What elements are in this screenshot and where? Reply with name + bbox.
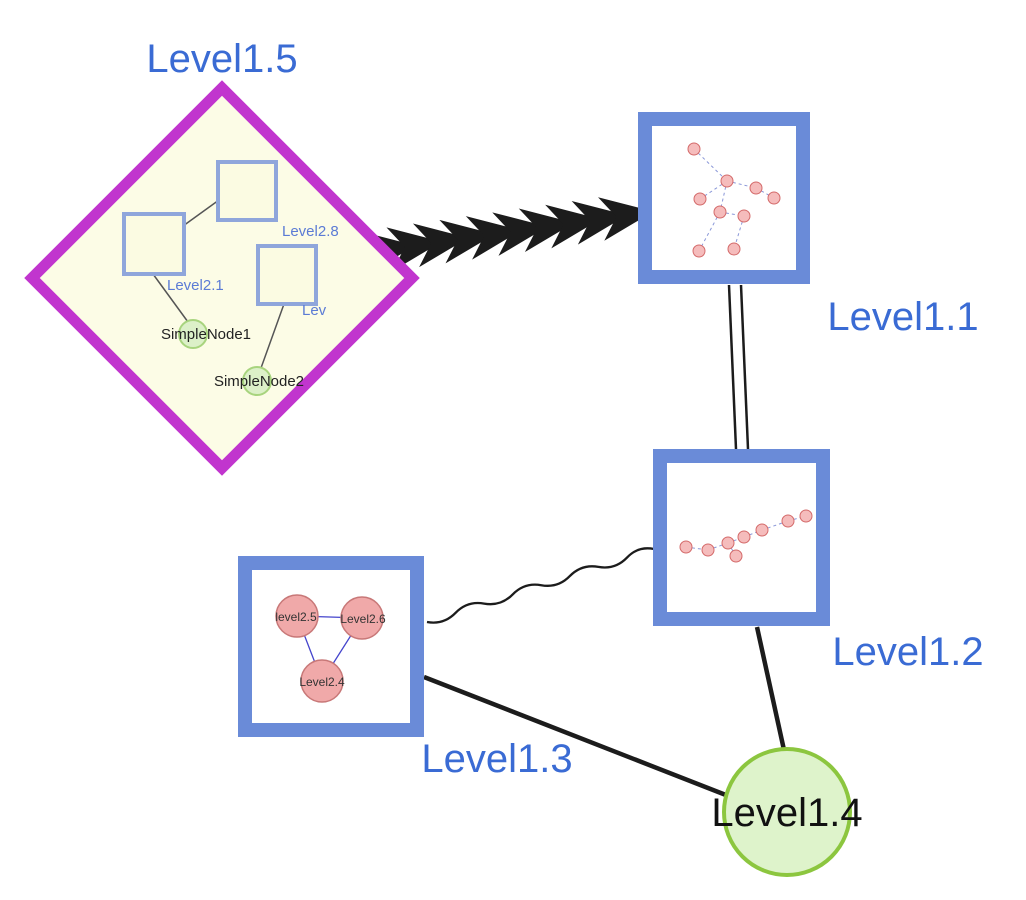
node-level1-3[interactable] — [238, 556, 424, 737]
mini-node — [720, 174, 734, 188]
edge-level15-to-level11[interactable] — [360, 197, 654, 275]
lev-label: Lev — [302, 302, 327, 319]
node-level1-2-group: Level1.2 — [653, 449, 984, 674]
mini-node — [721, 536, 735, 550]
level1-5-label: Level1.5 — [146, 37, 297, 81]
edge-level12-to-level14[interactable] — [754, 626, 787, 751]
edge-level11-to-level12[interactable] — [727, 284, 750, 450]
mini-node — [692, 244, 706, 258]
node-level2-4[interactable] — [300, 659, 344, 703]
node-level1-3-group: level2.5 Level2.6 Level2.4 Level1.3 — [238, 556, 573, 781]
node-level2-5[interactable] — [275, 594, 319, 638]
level2-1-label: Level2.1 — [167, 277, 224, 294]
mini-node — [799, 509, 813, 523]
mini-node — [749, 181, 763, 195]
mini-node — [687, 142, 701, 156]
node-simplenode2[interactable] — [242, 366, 272, 396]
node-simplenode1[interactable] — [178, 319, 208, 349]
level1-5-diamond[interactable] — [24, 80, 420, 476]
mini-edge — [698, 211, 721, 252]
mini-node — [679, 540, 693, 554]
level1-2-label: Level1.2 — [832, 630, 983, 674]
edge-level13-to-level14[interactable] — [423, 674, 732, 800]
mini-node — [693, 192, 707, 206]
node-level1-1-group: Level1.1 — [638, 112, 979, 339]
mini-node — [727, 242, 741, 256]
mini-node — [701, 543, 715, 557]
node-level1-5-group: Level1.5 Level2.8 Level2.1 Lev SimpleNod… — [24, 37, 420, 476]
mini-node — [737, 209, 751, 223]
mini-node — [729, 549, 743, 563]
mini-edge — [693, 148, 728, 182]
node-lev[interactable] — [256, 244, 318, 306]
mini-node — [755, 523, 769, 537]
node-level1-4-group: Level1.4 — [711, 747, 863, 877]
level1-4-label: Level1.4 — [711, 791, 862, 835]
inner-edge-l21-sn1 — [152, 273, 189, 323]
node-level1-1[interactable] — [638, 112, 810, 284]
inner-edge-l21-l28 — [182, 199, 220, 227]
mini-graph-level1-2 — [679, 509, 813, 563]
edge-double-line-2[interactable] — [739, 284, 750, 450]
level2-8-label: Level2.8 — [282, 223, 339, 240]
edge-level13-to-level12-wavy[interactable] — [426, 547, 655, 624]
node-level2-6[interactable] — [340, 596, 384, 640]
node-level2-8[interactable] — [216, 160, 278, 222]
simplenode1-label: SimpleNode1 — [161, 326, 251, 343]
mini-node — [781, 514, 795, 528]
node-level2-1[interactable] — [122, 212, 186, 276]
level2-4-label: Level2.4 — [299, 675, 345, 689]
mini-graph-level1-1 — [687, 142, 781, 258]
level1-1-label: Level1.1 — [827, 295, 978, 339]
mini-node — [767, 191, 781, 205]
level1-3-label: Level1.3 — [421, 737, 572, 781]
simplenode2-label: SimpleNode2 — [214, 373, 304, 390]
mini-node — [713, 205, 727, 219]
mini-edge — [761, 520, 789, 531]
inner-edge-lev-sn2 — [260, 303, 285, 369]
level2-5-label: level2.5 — [275, 610, 317, 624]
edge-double-line-1[interactable] — [727, 284, 738, 450]
level2-6-label: Level2.6 — [340, 612, 386, 626]
mini-node — [737, 530, 751, 544]
node-level1-4[interactable] — [722, 747, 852, 877]
